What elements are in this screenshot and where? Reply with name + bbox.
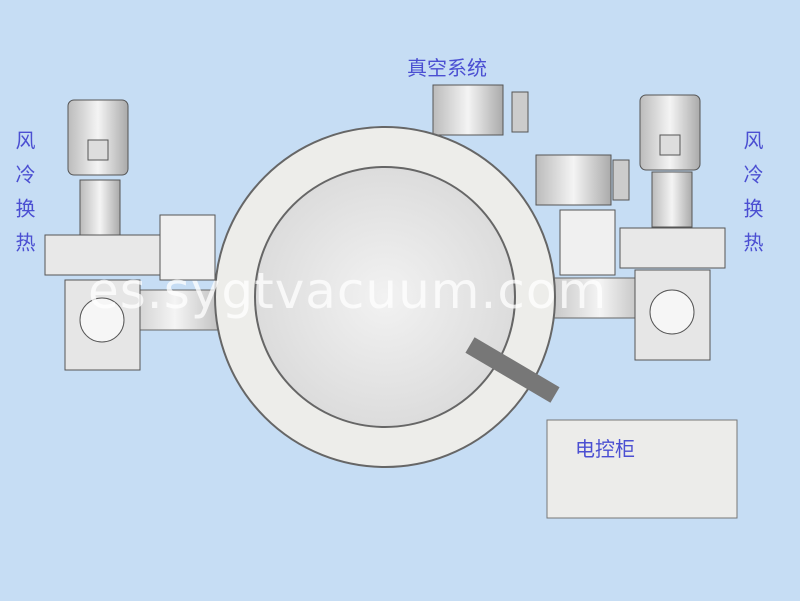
control-cabinet	[546, 419, 738, 519]
main-chamber	[214, 126, 560, 468]
vacuum-pump-1	[432, 84, 529, 136]
right-fan-unit	[559, 94, 726, 361]
watermark: es.sygtvacuum.com	[88, 262, 608, 320]
vacuum-pump-2	[535, 154, 630, 206]
left-fan-unit	[44, 99, 216, 371]
vacuum-system-label: 真空系统	[407, 56, 487, 80]
air-cooling-right-label: 风冷换热	[740, 130, 764, 266]
control-cabinet-label: 电控柜	[575, 437, 635, 461]
air-cooling-left-label: 风冷换热	[12, 130, 36, 266]
